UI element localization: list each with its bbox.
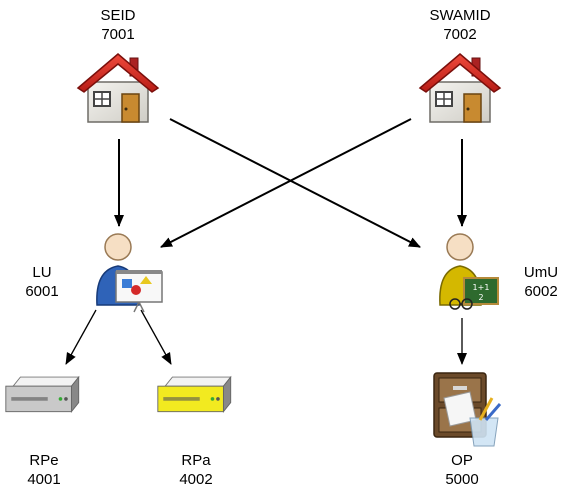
node-label-umu: UmU 6002 (486, 263, 567, 301)
file-cabinet-icon (433, 372, 502, 447)
node-name: SWAMID (429, 7, 491, 24)
node-label-rpe: RPe 4001 (0, 451, 99, 489)
server-icon (157, 376, 232, 413)
svg-text:1+1: 1+1 (473, 283, 490, 292)
node-label-swamid: SWAMID 7002 (405, 6, 515, 44)
teacher-person-icon: 1+1 2 (439, 233, 499, 310)
node-id: 4001 (27, 471, 61, 488)
edge-lu-rpe (65, 309, 97, 365)
node-name: RPe (29, 452, 59, 469)
house-icon (419, 53, 501, 123)
node-name: RPa (181, 452, 211, 469)
svg-text:2: 2 (478, 293, 483, 302)
node-id: 5000 (445, 471, 479, 488)
edge-swamid-lu (160, 118, 412, 248)
server-icon (5, 376, 80, 413)
node-label-lu: LU 6001 (0, 263, 97, 301)
node-label-seid: SEID 7001 (63, 6, 173, 44)
node-id: 4002 (179, 471, 213, 488)
node-id: 7002 (443, 26, 477, 43)
presenter-person-icon (96, 233, 163, 313)
node-name: LU (32, 264, 52, 281)
node-name: SEID (100, 7, 136, 24)
node-id: 6002 (524, 283, 558, 300)
edge-seid-umu (169, 118, 421, 248)
node-id: 6001 (25, 283, 59, 300)
node-label-rpa: RPa 4002 (141, 451, 251, 489)
node-id: 7001 (101, 26, 135, 43)
edges (65, 118, 467, 365)
node-name: OP (451, 452, 473, 469)
node-label-op: OP 5000 (407, 451, 517, 489)
edge-lu-rpa (140, 309, 172, 365)
house-icon (77, 53, 159, 123)
node-name: UmU (523, 264, 559, 281)
